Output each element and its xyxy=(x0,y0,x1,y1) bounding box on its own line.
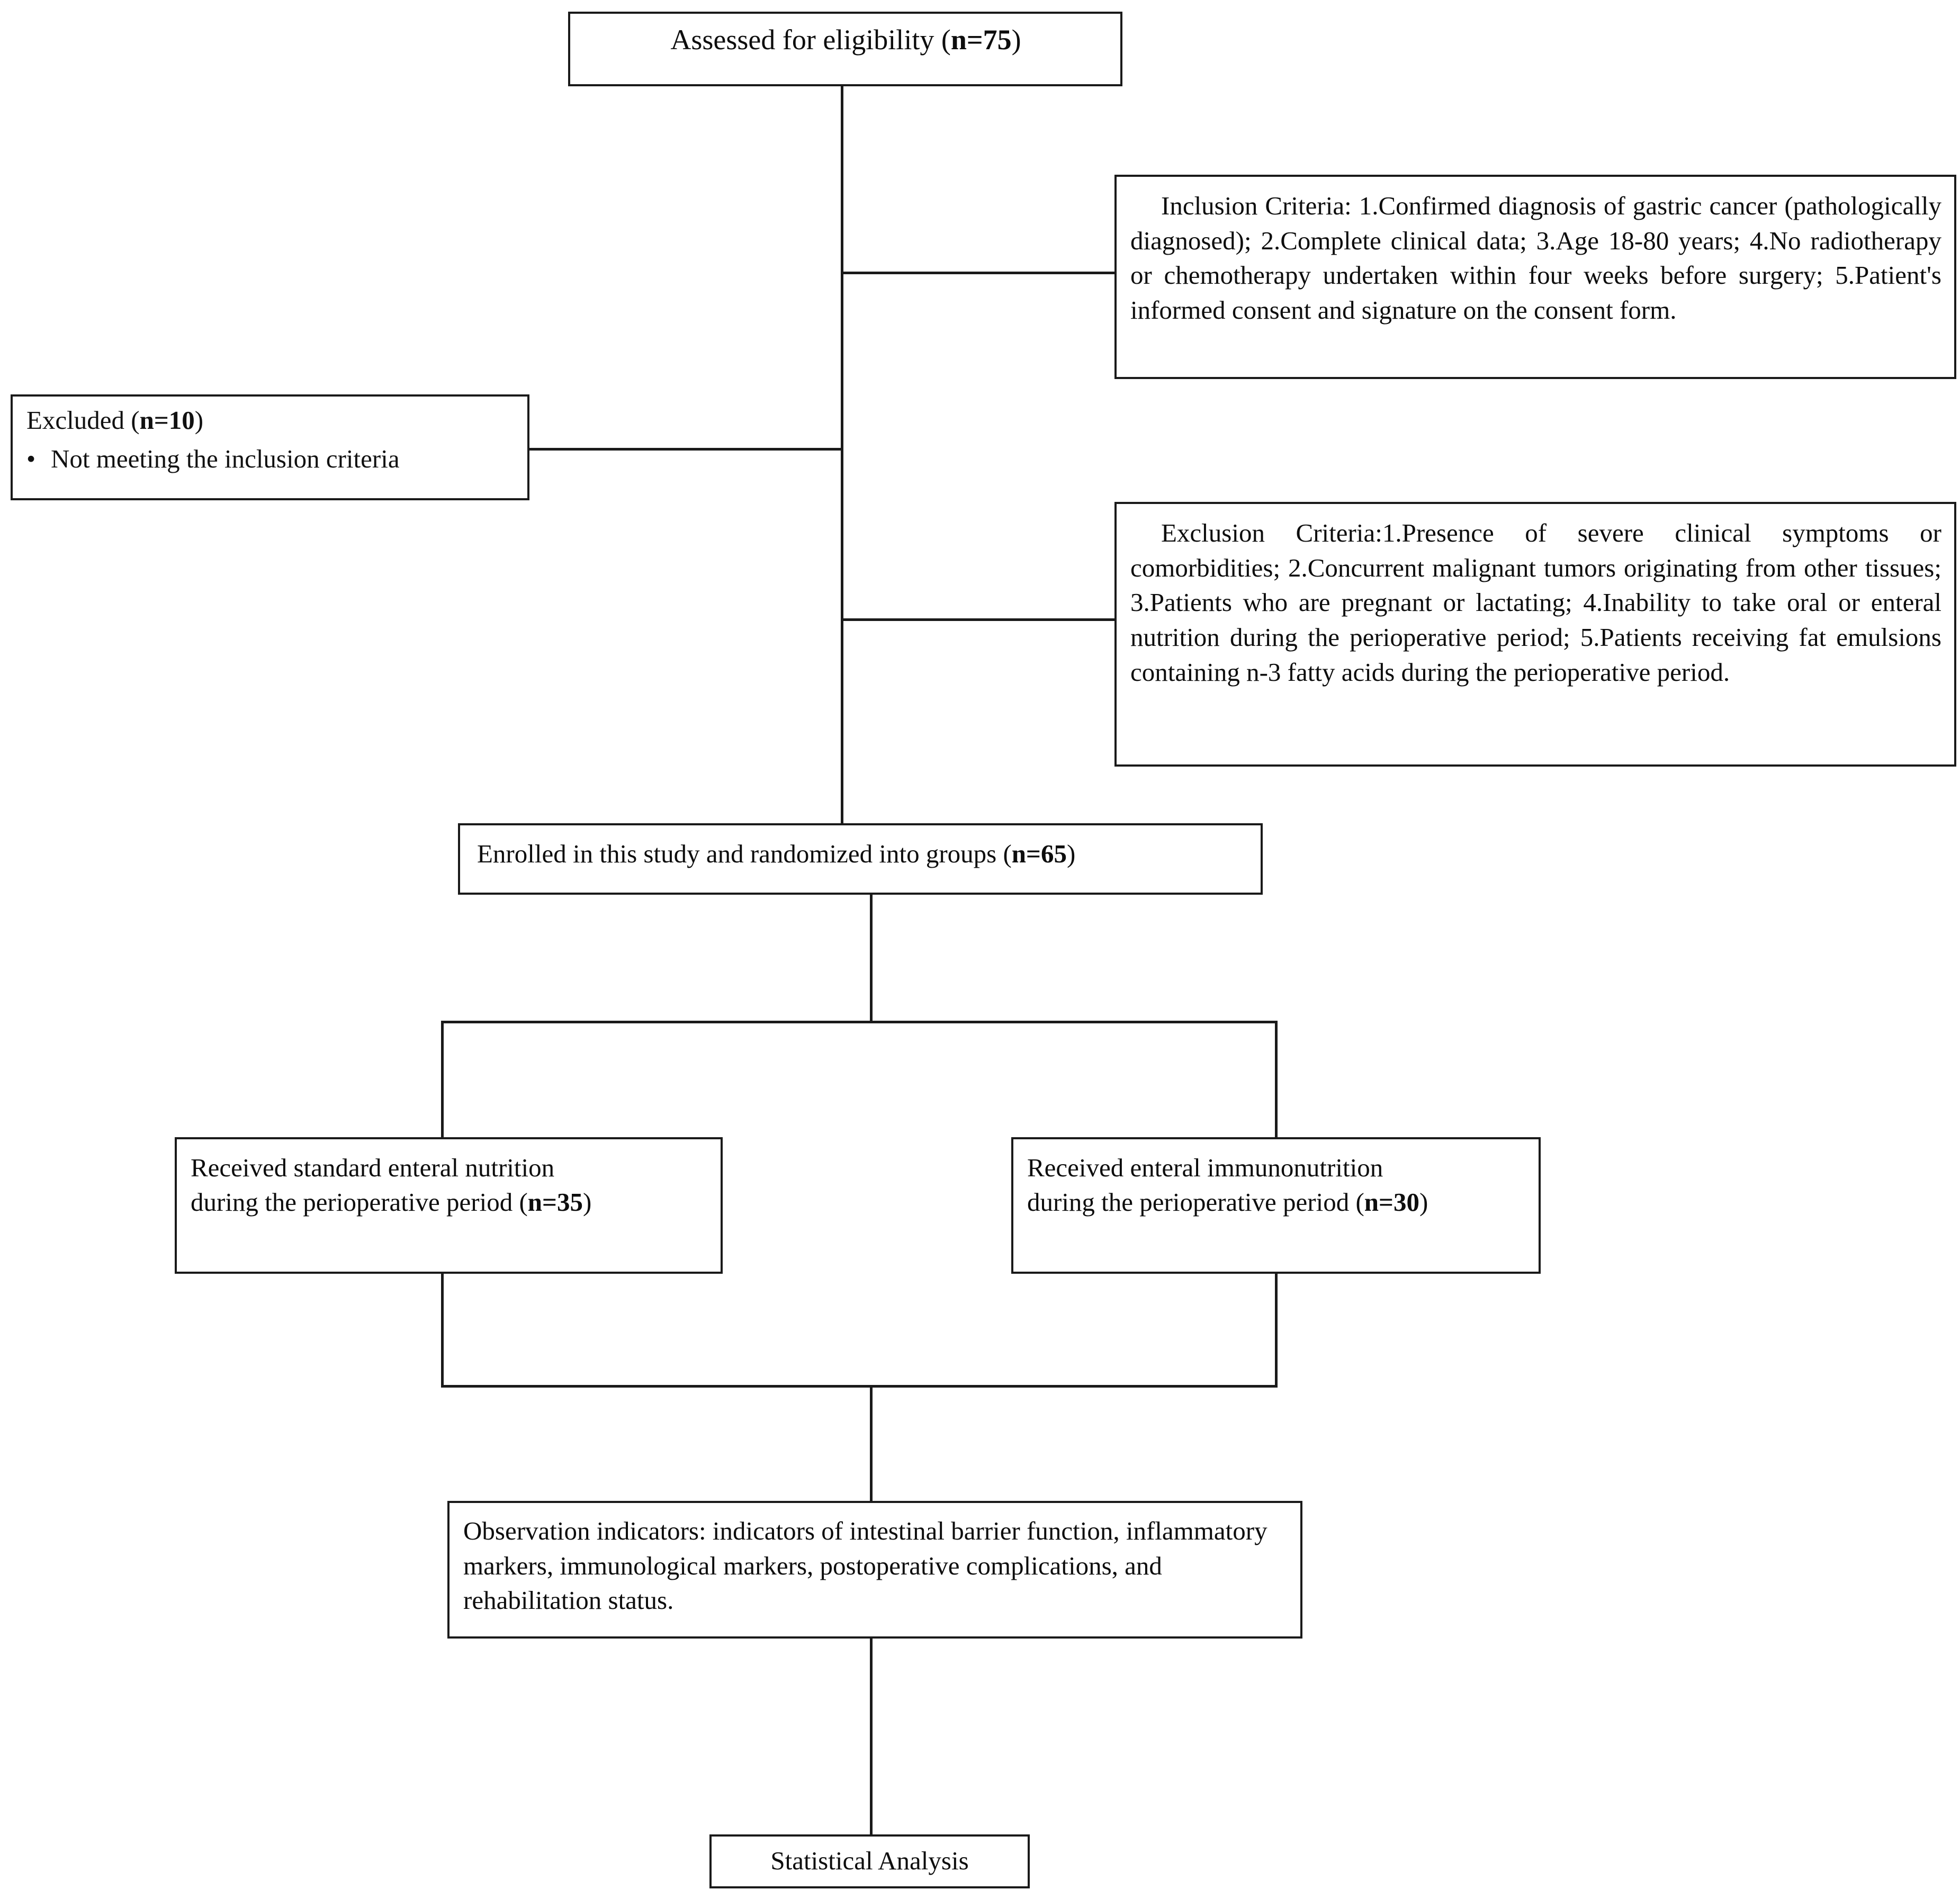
group-left-count: n=35 xyxy=(527,1187,583,1217)
connector-split-to-group-right xyxy=(1275,1021,1278,1138)
assessed-label: Assessed for eligibility (n=75) xyxy=(670,24,1021,56)
connector-spine-main xyxy=(841,86,843,823)
enrolled-count: n=65 xyxy=(1011,839,1067,868)
connector-group-left-to-merge xyxy=(441,1274,444,1386)
connector-group-right-to-merge xyxy=(1275,1274,1278,1386)
node-enrolled-randomized[interactable]: Enrolled in this study and randomized in… xyxy=(458,823,1263,895)
excluded-heading: Excluded (n=10) xyxy=(26,406,204,435)
exclusion-criteria-text: Exclusion Criteria:1.Presence of severe … xyxy=(1130,518,1941,687)
node-assessed-for-eligibility[interactable]: Assessed for eligibility (n=75) xyxy=(568,12,1122,86)
inclusion-criteria-text: Inclusion Criteria: 1.Confirmed diagnosi… xyxy=(1130,191,1941,325)
connector-merge-to-observation xyxy=(870,1385,873,1502)
group-left-line1: Received standard enteral nutrition xyxy=(191,1153,555,1182)
group-right-line1: Received enteral immunonutrition xyxy=(1027,1153,1383,1182)
node-inclusion-criteria[interactable]: Inclusion Criteria: 1.Confirmed diagnosi… xyxy=(1114,175,1956,379)
connector-split-bar xyxy=(441,1021,1278,1023)
node-excluded[interactable]: Excluded (n=10) • Not meeting the inclusi… xyxy=(11,394,529,500)
bullet-icon: • xyxy=(26,444,36,473)
node-observation-indicators[interactable]: Observation indicators: indicators of in… xyxy=(447,1501,1302,1639)
connector-to-excluded xyxy=(528,448,842,451)
node-exclusion-criteria[interactable]: Exclusion Criteria:1.Presence of severe … xyxy=(1114,502,1956,767)
statistical-analysis-label: Statistical Analysis xyxy=(770,1846,969,1875)
connector-enrolled-to-split xyxy=(870,895,873,1022)
observation-indicators-text: Observation indicators: indicators of in… xyxy=(463,1516,1267,1615)
connector-to-exclusion-criteria xyxy=(841,618,1116,621)
node-statistical-analysis[interactable]: Statistical Analysis xyxy=(709,1834,1030,1888)
enrolled-label: Enrolled in this study and randomized in… xyxy=(477,839,1076,868)
excluded-bullet-label: Not meeting the inclusion criteria xyxy=(51,444,400,473)
excluded-count: n=10 xyxy=(139,406,195,435)
connector-merge-bar xyxy=(441,1385,1278,1388)
connector-split-to-group-left xyxy=(441,1021,444,1138)
assessed-count: n=75 xyxy=(950,24,1012,56)
connector-observation-to-statistical xyxy=(870,1639,873,1835)
group-right-count: n=30 xyxy=(1364,1187,1419,1217)
excluded-bullet-item: • Not meeting the inclusion criteria xyxy=(13,435,527,474)
connector-to-inclusion-criteria xyxy=(841,272,1116,274)
